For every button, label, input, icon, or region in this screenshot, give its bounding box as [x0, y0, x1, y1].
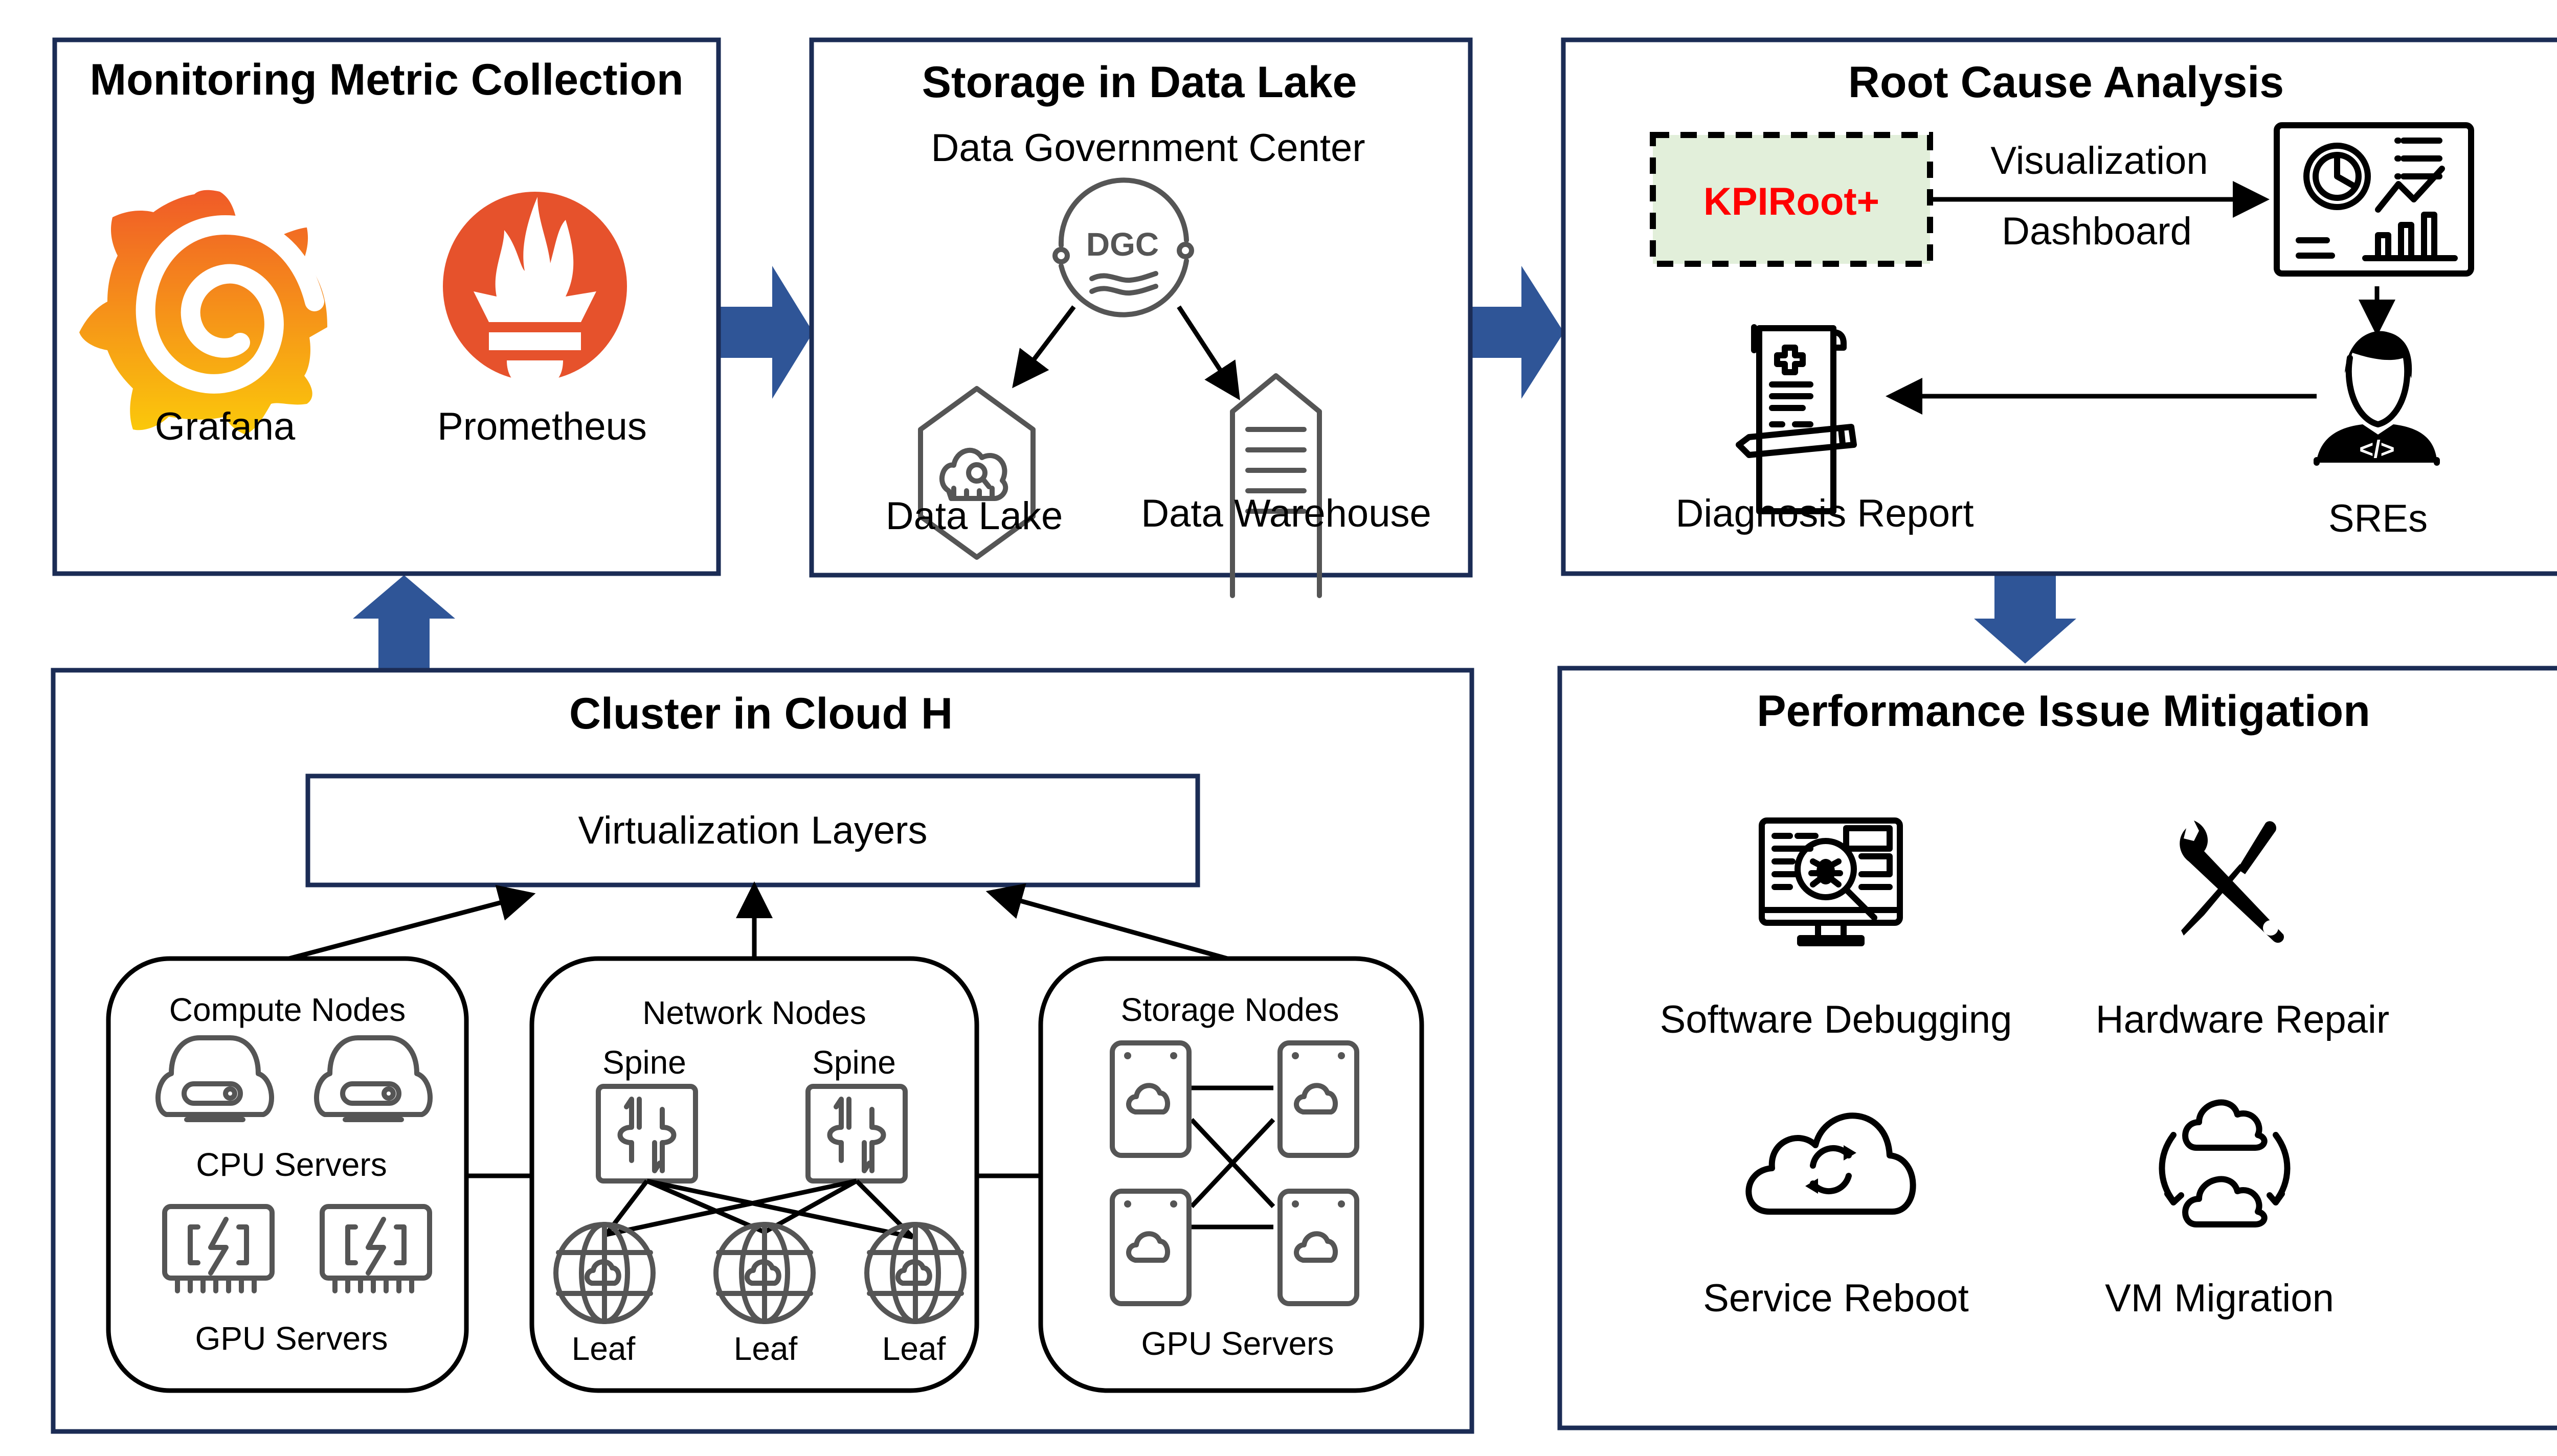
- rca-panel: Root Cause Analysis KPIRoot+ Visualizati…: [1561, 37, 2557, 576]
- flow-arrow-rca-to-mitigation: [1974, 574, 2076, 664]
- visualization-label: Visualization: [1990, 139, 2208, 183]
- storage-to-virtualization-arrow: [985, 883, 1228, 961]
- storage-server-icon: [1277, 1040, 1359, 1158]
- gpu-server-icon: [320, 1204, 432, 1293]
- spine-leaf-links: [604, 1178, 915, 1240]
- storage-nodes-title: Storage Nodes: [1121, 991, 1339, 1028]
- prometheus-logo-icon: [443, 192, 627, 389]
- grafana-logo-icon: [79, 190, 327, 435]
- leaf-globe-icon: [713, 1222, 816, 1324]
- compute-to-virtualization-arrow: [288, 885, 536, 961]
- cluster-title: Cluster in Cloud H: [569, 689, 953, 738]
- cpu-server-icon: [314, 1035, 433, 1122]
- spine-label-2: Spine: [812, 1044, 896, 1081]
- network-nodes-title: Network Nodes: [642, 994, 866, 1031]
- gpu-servers-label: GPU Servers: [195, 1320, 388, 1357]
- kpiroot-box[interactable]: [1650, 132, 1933, 267]
- wrench-screwdriver-icon: [2180, 821, 2284, 943]
- data-lake-label: Data Lake: [886, 494, 1063, 538]
- data-warehouse-icon: [1230, 373, 1322, 598]
- spine-label-1: Spine: [602, 1044, 686, 1081]
- monitoring-panel: Monitoring Metric Collection Grafana Pro…: [52, 37, 721, 576]
- compute-nodes-title: Compute Nodes: [169, 991, 406, 1028]
- dgc-to-warehouse-arrow: [1177, 305, 1240, 401]
- bug-monitor-icon: [1759, 817, 1903, 946]
- leaf-globe-icon: [864, 1222, 967, 1324]
- dgc-label: DGC: [1086, 226, 1159, 263]
- storage-title: Storage in Data Lake: [922, 58, 1357, 107]
- storage-server-icon: [1110, 1040, 1192, 1158]
- mitigation-title: Performance Issue Mitigation: [1757, 687, 2370, 736]
- storage-subtitle: Data Government Center: [931, 126, 1365, 170]
- data-lake-icon: [918, 386, 1036, 560]
- leaf-label-2: Leaf: [734, 1330, 798, 1367]
- diagnosis-report-icon: [1736, 324, 1857, 514]
- dashboard-label: Dashboard: [2002, 210, 2192, 253]
- grafana-label: Grafana: [155, 405, 296, 448]
- storage-gpu-servers-label: GPU Servers: [1141, 1325, 1334, 1362]
- code-glyph: </>: [2359, 436, 2394, 463]
- dgc-to-lake-arrow: [1012, 305, 1076, 389]
- virtualization-layers-box[interactable]: [305, 774, 1200, 888]
- sres-label: SREs: [2328, 497, 2428, 540]
- storage-server-icon: [1277, 1189, 1359, 1306]
- mitigation-panel: Performance Issue Mitigation Software De…: [1557, 666, 2557, 1430]
- hardware-repair-label: Hardware Repair: [2096, 998, 2389, 1041]
- storage-panel: Storage in Data Lake Data Government Cen…: [809, 37, 1473, 598]
- compute-nodes-group[interactable]: [106, 956, 469, 1393]
- data-warehouse-label: Data Warehouse: [1141, 492, 1431, 535]
- leaf-globe-icon: [553, 1222, 656, 1324]
- virtualization-layers-label: Virtualization Layers: [578, 809, 928, 852]
- storage-mesh-links: [1190, 1085, 1275, 1230]
- dgc-icon: DGC: [1052, 177, 1194, 317]
- dashboard-icon: [2274, 122, 2474, 277]
- cluster-panel: Cluster in Cloud H Virtualization Layers…: [51, 668, 1474, 1434]
- flow-arrow-cluster-to-monitoring: [353, 575, 455, 670]
- leaf-label-3: Leaf: [882, 1330, 946, 1367]
- cpu-servers-label: CPU Servers: [196, 1146, 387, 1183]
- cloud-migration-icon: [2159, 1099, 2291, 1227]
- leaf-label-1: Leaf: [572, 1330, 636, 1367]
- software-debugging-label: Software Debugging: [1660, 998, 2012, 1041]
- sre-person-icon: </>: [2314, 331, 2440, 466]
- vm-migration-label: VM Migration: [2105, 1277, 2334, 1320]
- kpiroot-label: KPIRoot+: [1703, 180, 1879, 223]
- storage-nodes-group[interactable]: [1038, 956, 1424, 1393]
- cpu-server-icon: [155, 1035, 274, 1122]
- gpu-server-icon: [162, 1204, 275, 1293]
- cloud-refresh-icon: [1745, 1112, 1916, 1215]
- service-reboot-label: Service Reboot: [1703, 1277, 1969, 1320]
- diagnosis-report-label: Diagnosis Report: [1676, 492, 1974, 535]
- storage-server-icon: [1110, 1189, 1192, 1306]
- flow-arrow-storage-to-rca: [1470, 266, 1564, 399]
- flow-arrow-monitoring-to-storage: [719, 266, 813, 399]
- prometheus-label: Prometheus: [437, 405, 647, 448]
- rca-title: Root Cause Analysis: [1848, 58, 2284, 107]
- monitoring-title: Monitoring Metric Collection: [90, 55, 684, 104]
